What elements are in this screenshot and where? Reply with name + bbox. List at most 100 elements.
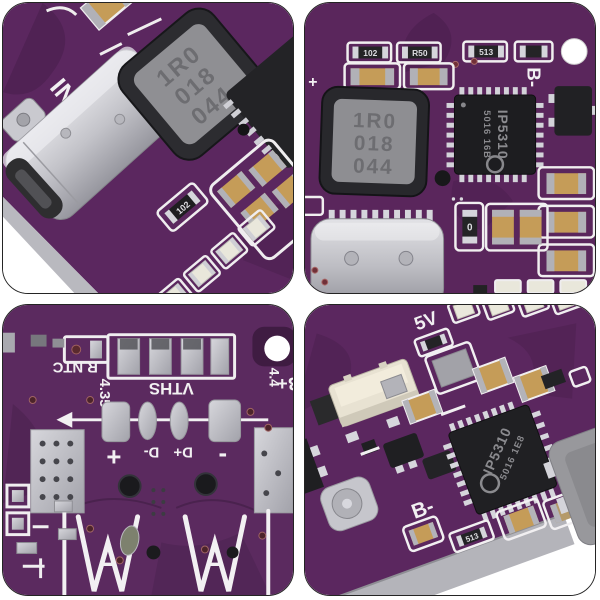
silkscreen-w-marks — [62, 508, 271, 595]
component-pin — [309, 444, 321, 457]
chip-logo — [479, 473, 501, 494]
power-inductor: 1R0 018 044 — [117, 7, 271, 161]
silk-435-label: 4.35 — [96, 379, 112, 408]
resistor-marking: 513 — [464, 531, 480, 544]
chip-logo — [485, 155, 505, 174]
pad-d-minus-label: D- — [144, 444, 160, 460]
tinned-ground-pad-right — [253, 427, 293, 514]
output-pad-row: + D- D+ - — [56, 399, 269, 471]
usb-c-connector-top — [310, 209, 445, 293]
pcb-topdown-view: 102 R50 513 — [305, 3, 595, 293]
silk-r-ntc-label: R NTC — [52, 358, 98, 374]
resistor-marking: R50 — [412, 48, 428, 58]
silk-plus-label: + — [308, 74, 317, 91]
capacitor-column — [537, 166, 595, 278]
via-hole — [311, 266, 319, 274]
silkscreen-box — [568, 365, 592, 388]
inductor-marking-2: 018 — [354, 132, 395, 156]
board-edge — [305, 514, 575, 595]
photo-panel-bottom-right: 5V — [304, 304, 596, 596]
photo-panel-top-right: 102 R50 513 — [304, 2, 596, 294]
resistor-marking: 513 — [479, 47, 493, 57]
resistor-0: 0 — [454, 201, 485, 252]
mounting-hole — [560, 38, 588, 65]
solder-pad-plus — [101, 401, 131, 443]
resistor-partial — [513, 40, 554, 63]
capacitor — [343, 62, 402, 91]
mounting-hole — [264, 335, 291, 362]
photo-panel-top-left: IN- — [2, 2, 294, 294]
pin1-mark — [460, 102, 466, 108]
led-array — [155, 209, 276, 293]
capacitor — [402, 62, 455, 91]
led-array — [473, 279, 588, 293]
through-hole — [226, 546, 239, 559]
arrow-mark — [56, 411, 73, 428]
pcb-texture — [3, 3, 66, 95]
test-dot — [459, 197, 464, 201]
tinned-ground-pad-left — [30, 429, 85, 514]
power-inductor: 1R0 018 044 — [318, 85, 431, 198]
solder-pad-minus — [208, 399, 242, 443]
capacitor — [79, 3, 135, 31]
via-holes — [28, 396, 273, 565]
transistor-sot23 — [548, 86, 595, 136]
ip5310-chip: IP5310 5016 1E8 — [442, 401, 562, 523]
via-dot-grid — [151, 488, 166, 516]
ip5310-chip: IP5310 5016 16B — [446, 87, 544, 183]
smd-part — [52, 338, 65, 348]
pcb-angled-view: 5V — [305, 305, 595, 595]
smd-part — [540, 368, 567, 390]
silkscreen-trace — [45, 6, 78, 16]
smd-part — [3, 332, 15, 353]
photo-panel-bottom-left: R NTC 4.35 VTHS 4.4 B+ + D- D+ - — [2, 304, 294, 596]
resistor-small — [413, 327, 454, 358]
mounting-tab — [3, 97, 46, 142]
edge-pads — [5, 483, 77, 579]
board-edge — [3, 196, 99, 293]
through-hole — [117, 474, 142, 499]
chip-marking-1: IP5310 — [495, 110, 511, 160]
power-inductor-partial — [543, 405, 595, 546]
component-pin — [317, 465, 329, 478]
solder-pad-dplus — [169, 401, 189, 441]
resistor-marking: 102 — [363, 48, 377, 58]
capacitor-pair — [484, 202, 549, 252]
via-hole — [237, 123, 250, 136]
inductor-marking-3: 044 — [353, 155, 394, 179]
pad-minus-label: - — [218, 439, 227, 467]
pad-d-plus-label: D+ — [173, 444, 193, 460]
test-dot — [451, 197, 456, 201]
silk-44-label: 4.4 — [266, 368, 282, 388]
pad-plus-label: + — [106, 443, 121, 471]
silkscreen-trace — [99, 17, 162, 56]
silk-b-minus-label: B- — [524, 67, 545, 87]
inductor-marking-1: 1R0 — [353, 109, 398, 134]
pcb-backside-view: R NTC 4.35 VTHS 4.4 B+ + D- D+ - — [3, 305, 293, 595]
silk-vths-label: VTHS — [149, 379, 194, 398]
smd-part — [30, 334, 47, 347]
via-hole — [434, 170, 451, 187]
silk-b-plus-label: B+ — [277, 373, 293, 394]
pcb-texture — [305, 333, 352, 416]
mounting-pad — [320, 476, 379, 532]
resistor-513: 513 — [462, 40, 509, 63]
jumper-block-ntc — [62, 335, 110, 364]
solder-pad-dminus — [138, 401, 157, 441]
jumper-block-vths — [106, 333, 237, 380]
chip-marking-2: 5016 16B — [482, 110, 493, 159]
silkscreen-box — [305, 195, 325, 217]
via-hole — [321, 278, 329, 286]
oval-component — [119, 525, 140, 556]
silkscreen-trace — [360, 404, 466, 456]
through-hole — [194, 472, 218, 497]
led-array — [447, 305, 583, 324]
via-hole — [470, 57, 478, 65]
capacitor — [495, 497, 547, 541]
resistor-513: 513 — [448, 519, 495, 554]
pcb-closeup-usbc-corner: IN- — [3, 3, 293, 293]
edge-component — [305, 438, 325, 502]
through-hole — [146, 545, 161, 560]
resistor-102: 102 — [156, 182, 209, 232]
